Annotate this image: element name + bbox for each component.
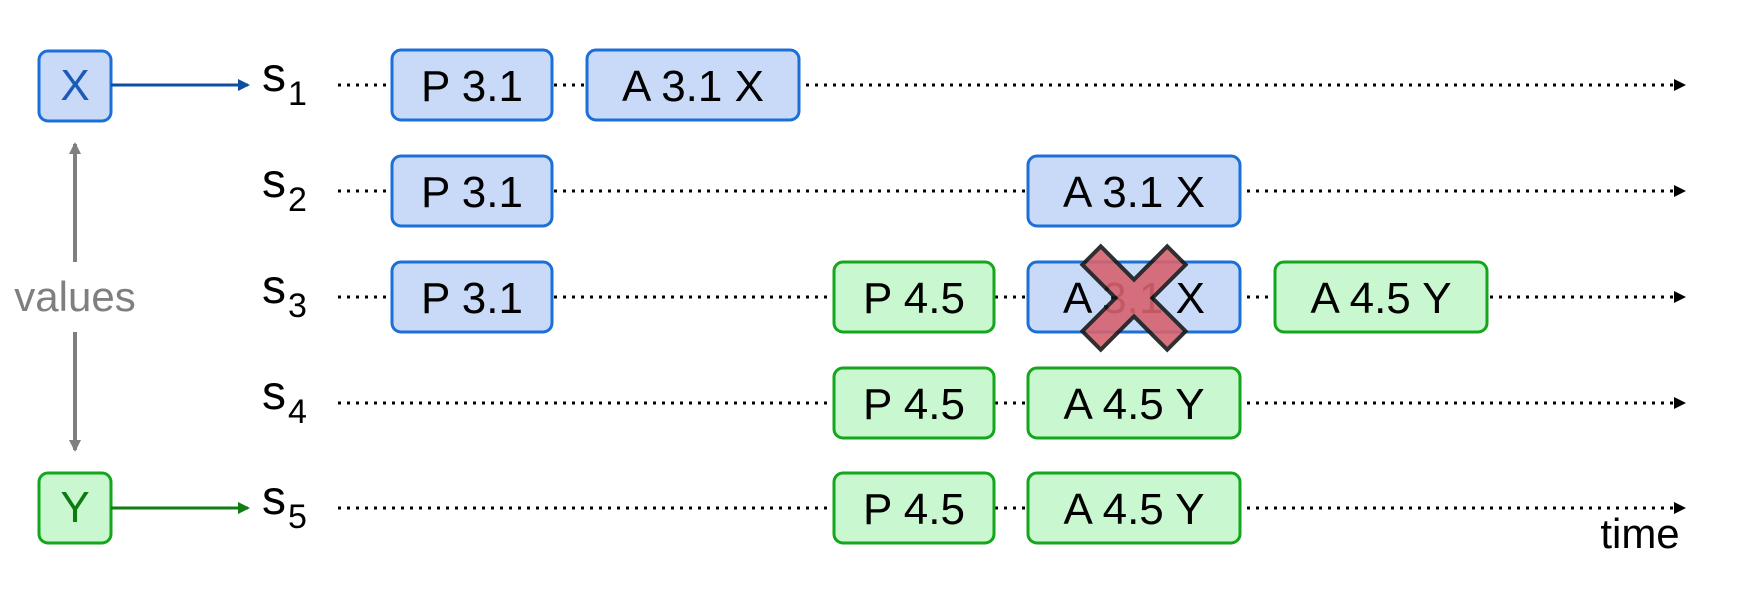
server-name: s [262,261,286,314]
rejected-x-icon [1079,243,1189,353]
message-box-s1-a1: A 3.1 X [585,48,801,122]
time-axis-label: time [1600,510,1679,557]
message-text: P 4.5 [863,380,965,429]
server-label-s3: s3 [262,261,307,325]
message-box-s5-a2: A 4.5 Y [1026,471,1242,545]
message-text: P 3.1 [421,62,523,111]
message-text: P 3.1 [421,168,523,217]
server-index: 4 [288,393,307,431]
message-box-bg [585,48,801,122]
server-label-s1: s1 [262,49,307,113]
message-text: A 3.1 X [622,62,764,111]
cross-shape [1079,243,1189,353]
message-box-s2-p1: P 3.1 [390,154,554,228]
message-box-s2-a2: A 3.1 X [1026,154,1242,228]
server-name: s [262,367,286,420]
message-boxes: P 3.1A 3.1 XP 3.1A 3.1 XP 3.1P 4.5A 3.1 … [390,48,1489,545]
message-box-bg [832,260,996,334]
message-box-s3-p1: P 3.1 [390,260,554,334]
message-box-bg [1026,366,1242,440]
server-index: 5 [288,498,307,536]
message-box-s5-p2: P 4.5 [832,471,996,545]
message-box-s4-a2: A 4.5 Y [1026,366,1242,440]
message-text: P 3.1 [421,274,523,323]
message-box-bg [1026,471,1242,545]
message-text: P 4.5 [863,274,965,323]
message-box-s1-p1: P 3.1 [390,48,554,122]
message-box-bg [1026,154,1242,228]
value-box-x: X [37,49,113,123]
message-box-s3-a3: A 4.5 Y [1273,260,1489,334]
message-text: A 3.1 X [1063,168,1205,217]
server-name: s [262,155,286,208]
server-name: s [262,472,286,525]
message-text: A 4.5 Y [1063,380,1204,429]
message-text: A 4.5 Y [1310,274,1451,323]
value-y-label: Y [60,483,89,532]
server-label-s4: s4 [262,367,307,431]
value-x-label: X [60,61,89,110]
message-box-bg [832,366,996,440]
rejection-marks [1079,243,1189,353]
message-box-s4-p2: P 4.5 [832,366,996,440]
message-text: P 4.5 [863,485,965,534]
server-index: 1 [288,75,307,113]
message-box-bg [390,260,554,334]
value-box-y: Y [37,471,113,545]
server-index: 2 [288,181,307,219]
message-text: A 4.5 Y [1063,485,1204,534]
message-box-bg [1273,260,1489,334]
message-box-s3-p2: P 4.5 [832,260,996,334]
message-box-bg [390,154,554,228]
values-label: values [14,273,135,320]
message-box-bg [832,471,996,545]
server-index: 3 [288,287,307,325]
server-label-s2: s2 [262,155,307,219]
server-name: s [262,49,286,102]
server-label-s5: s5 [262,472,307,536]
message-box-bg [390,48,554,122]
